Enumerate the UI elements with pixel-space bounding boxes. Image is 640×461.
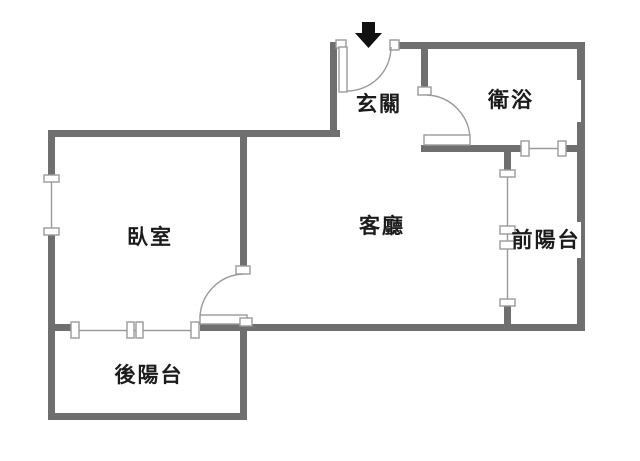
wall-right-upper-notch — [577, 80, 581, 122]
wall-left-lower — [48, 235, 55, 420]
wall-left-upper — [48, 130, 55, 177]
entry-door-swing-arc — [346, 46, 392, 92]
bedroom-door-swing-arc — [199, 273, 244, 318]
wall-bathroom-bottom-right — [566, 145, 577, 152]
window-rear-balcony-tick-right — [190, 321, 200, 339]
wall-bedroom-bottom-left — [48, 324, 72, 331]
window-bathroom-tick-right — [557, 140, 567, 157]
bathroom-door-frame — [417, 86, 432, 96]
room-label-front-balcony: 前陽台 — [512, 228, 581, 252]
wall-front-balcony-stub-bottom — [504, 306, 511, 324]
wall-bathroom-bottom-left — [421, 145, 523, 152]
room-label-living-room: 客廳 — [359, 214, 405, 238]
wall-right — [577, 42, 585, 331]
window-front-balcony-tick-mid-b — [499, 240, 516, 250]
room-labels: 玄關 衛浴 臥室 客廳 前陽台 後陽台 — [115, 88, 581, 387]
room-label-bathroom: 衛浴 — [487, 88, 534, 112]
wall-entry-left — [330, 42, 337, 137]
bathroom-door-leaf — [423, 134, 471, 146]
window-bathroom-tick-left — [520, 140, 530, 157]
wall-front-balcony-stub-top — [504, 152, 511, 172]
wall-top-right — [399, 42, 585, 49]
doors — [199, 39, 471, 327]
wall-bottom-main — [200, 324, 585, 331]
windows — [43, 140, 567, 339]
entry-door-leaf — [338, 46, 348, 93]
window-front-balcony-cap-top — [499, 169, 516, 178]
bathroom-door-swing-arc — [426, 94, 471, 140]
window-front-balcony-cap-bottom — [499, 298, 516, 307]
wall-right-lower-notch — [577, 222, 581, 258]
wall-bedroom-divider — [240, 130, 247, 268]
window-rear-balcony-tick-mid-a — [126, 321, 135, 339]
wall-rear-balcony-right — [240, 331, 247, 420]
window-bedroom-left-cap-bottom — [43, 227, 60, 236]
room-label-entry: 玄關 — [356, 92, 402, 116]
bedroom-door-frame — [235, 265, 251, 275]
window-front-balcony-tick-mid-a — [499, 225, 516, 235]
window-bedroom-left-cap-top — [43, 174, 60, 183]
wall-rear-balcony-bottom — [48, 413, 247, 420]
walls — [48, 42, 585, 420]
bedroom-door-hinge-cap — [239, 317, 253, 327]
wall-bathroom-divider — [421, 48, 428, 88]
entry-door-frame-right — [389, 39, 400, 51]
window-rear-balcony-tick-left — [70, 321, 80, 339]
room-label-bedroom: 臥室 — [127, 225, 173, 249]
entrance-arrow-icon — [355, 22, 382, 48]
room-label-rear-balcony: 後陽台 — [115, 363, 184, 387]
wall-living-top — [48, 130, 340, 137]
window-rear-balcony-tick-mid-b — [135, 321, 144, 339]
